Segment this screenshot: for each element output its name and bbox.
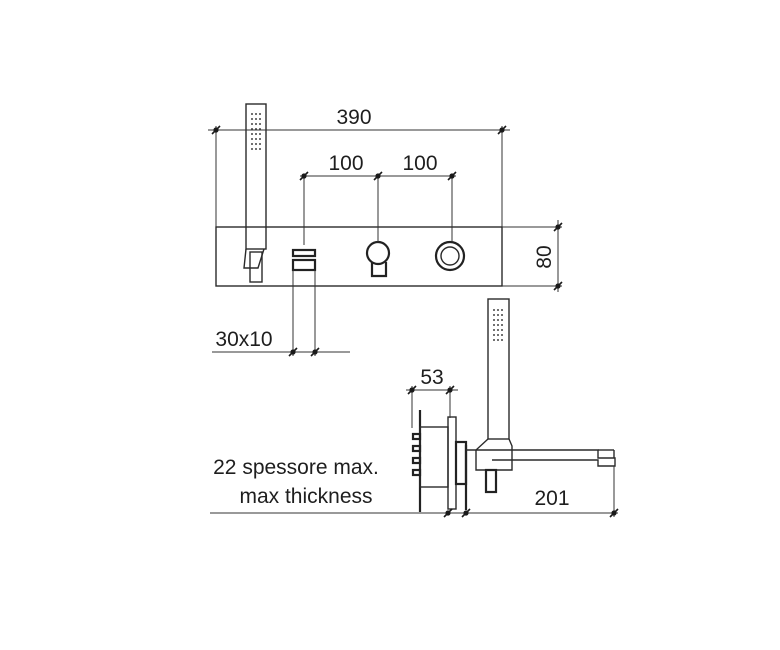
wall-plate: [215, 226, 503, 287]
hand-shower-body: [245, 103, 267, 250]
built-in-body: [419, 426, 449, 488]
hand-shower-side: [475, 298, 513, 494]
side-view: 53 201 22 spessore max. max thickness: [210, 298, 619, 518]
hand-shower-side-stem: [484, 468, 498, 494]
dimension-label-30x10: 30x10: [215, 328, 272, 351]
front-view: 390 100 100 80 30x10: [208, 103, 563, 357]
diverter-base: [291, 258, 317, 272]
finishing-plate-edge: [447, 416, 457, 510]
hand-shower-front: [243, 103, 267, 283]
thickness-label-italian: 22 spessore max.: [213, 456, 379, 479]
hand-shower-side-body: [487, 298, 510, 440]
spout: [466, 449, 616, 467]
thermostat-outer-ring: [434, 240, 466, 272]
finishing-plate-face: [454, 440, 468, 486]
thermostat-inner-ring: [440, 246, 460, 266]
dimension-label-100-left: 100: [328, 152, 363, 175]
mixer-knob-circle: [365, 240, 391, 266]
hand-shower-side-holder: [475, 438, 513, 471]
dimension-label-100-right: 100: [402, 152, 437, 175]
thickness-label-english: max thickness: [239, 485, 372, 508]
mixer-knob-stem: [370, 262, 388, 278]
hand-shower-hose-connector: [243, 248, 265, 269]
side-spray-holes: [493, 309, 503, 341]
spray-holes: [251, 113, 261, 150]
dimension-label-80: 80: [533, 245, 556, 268]
built-in-ports: [411, 432, 422, 477]
mixer-knob: [365, 240, 391, 278]
diverter-top: [291, 248, 317, 258]
diverter-lever: [291, 248, 317, 272]
hand-shower-holder: [249, 251, 263, 283]
dimension-label-201: 201: [534, 487, 569, 510]
dimension-label-390: 390: [336, 106, 371, 129]
thermostat-knob: [434, 240, 466, 272]
dimension-label-53: 53: [420, 366, 443, 389]
spout-outline: [466, 449, 616, 467]
